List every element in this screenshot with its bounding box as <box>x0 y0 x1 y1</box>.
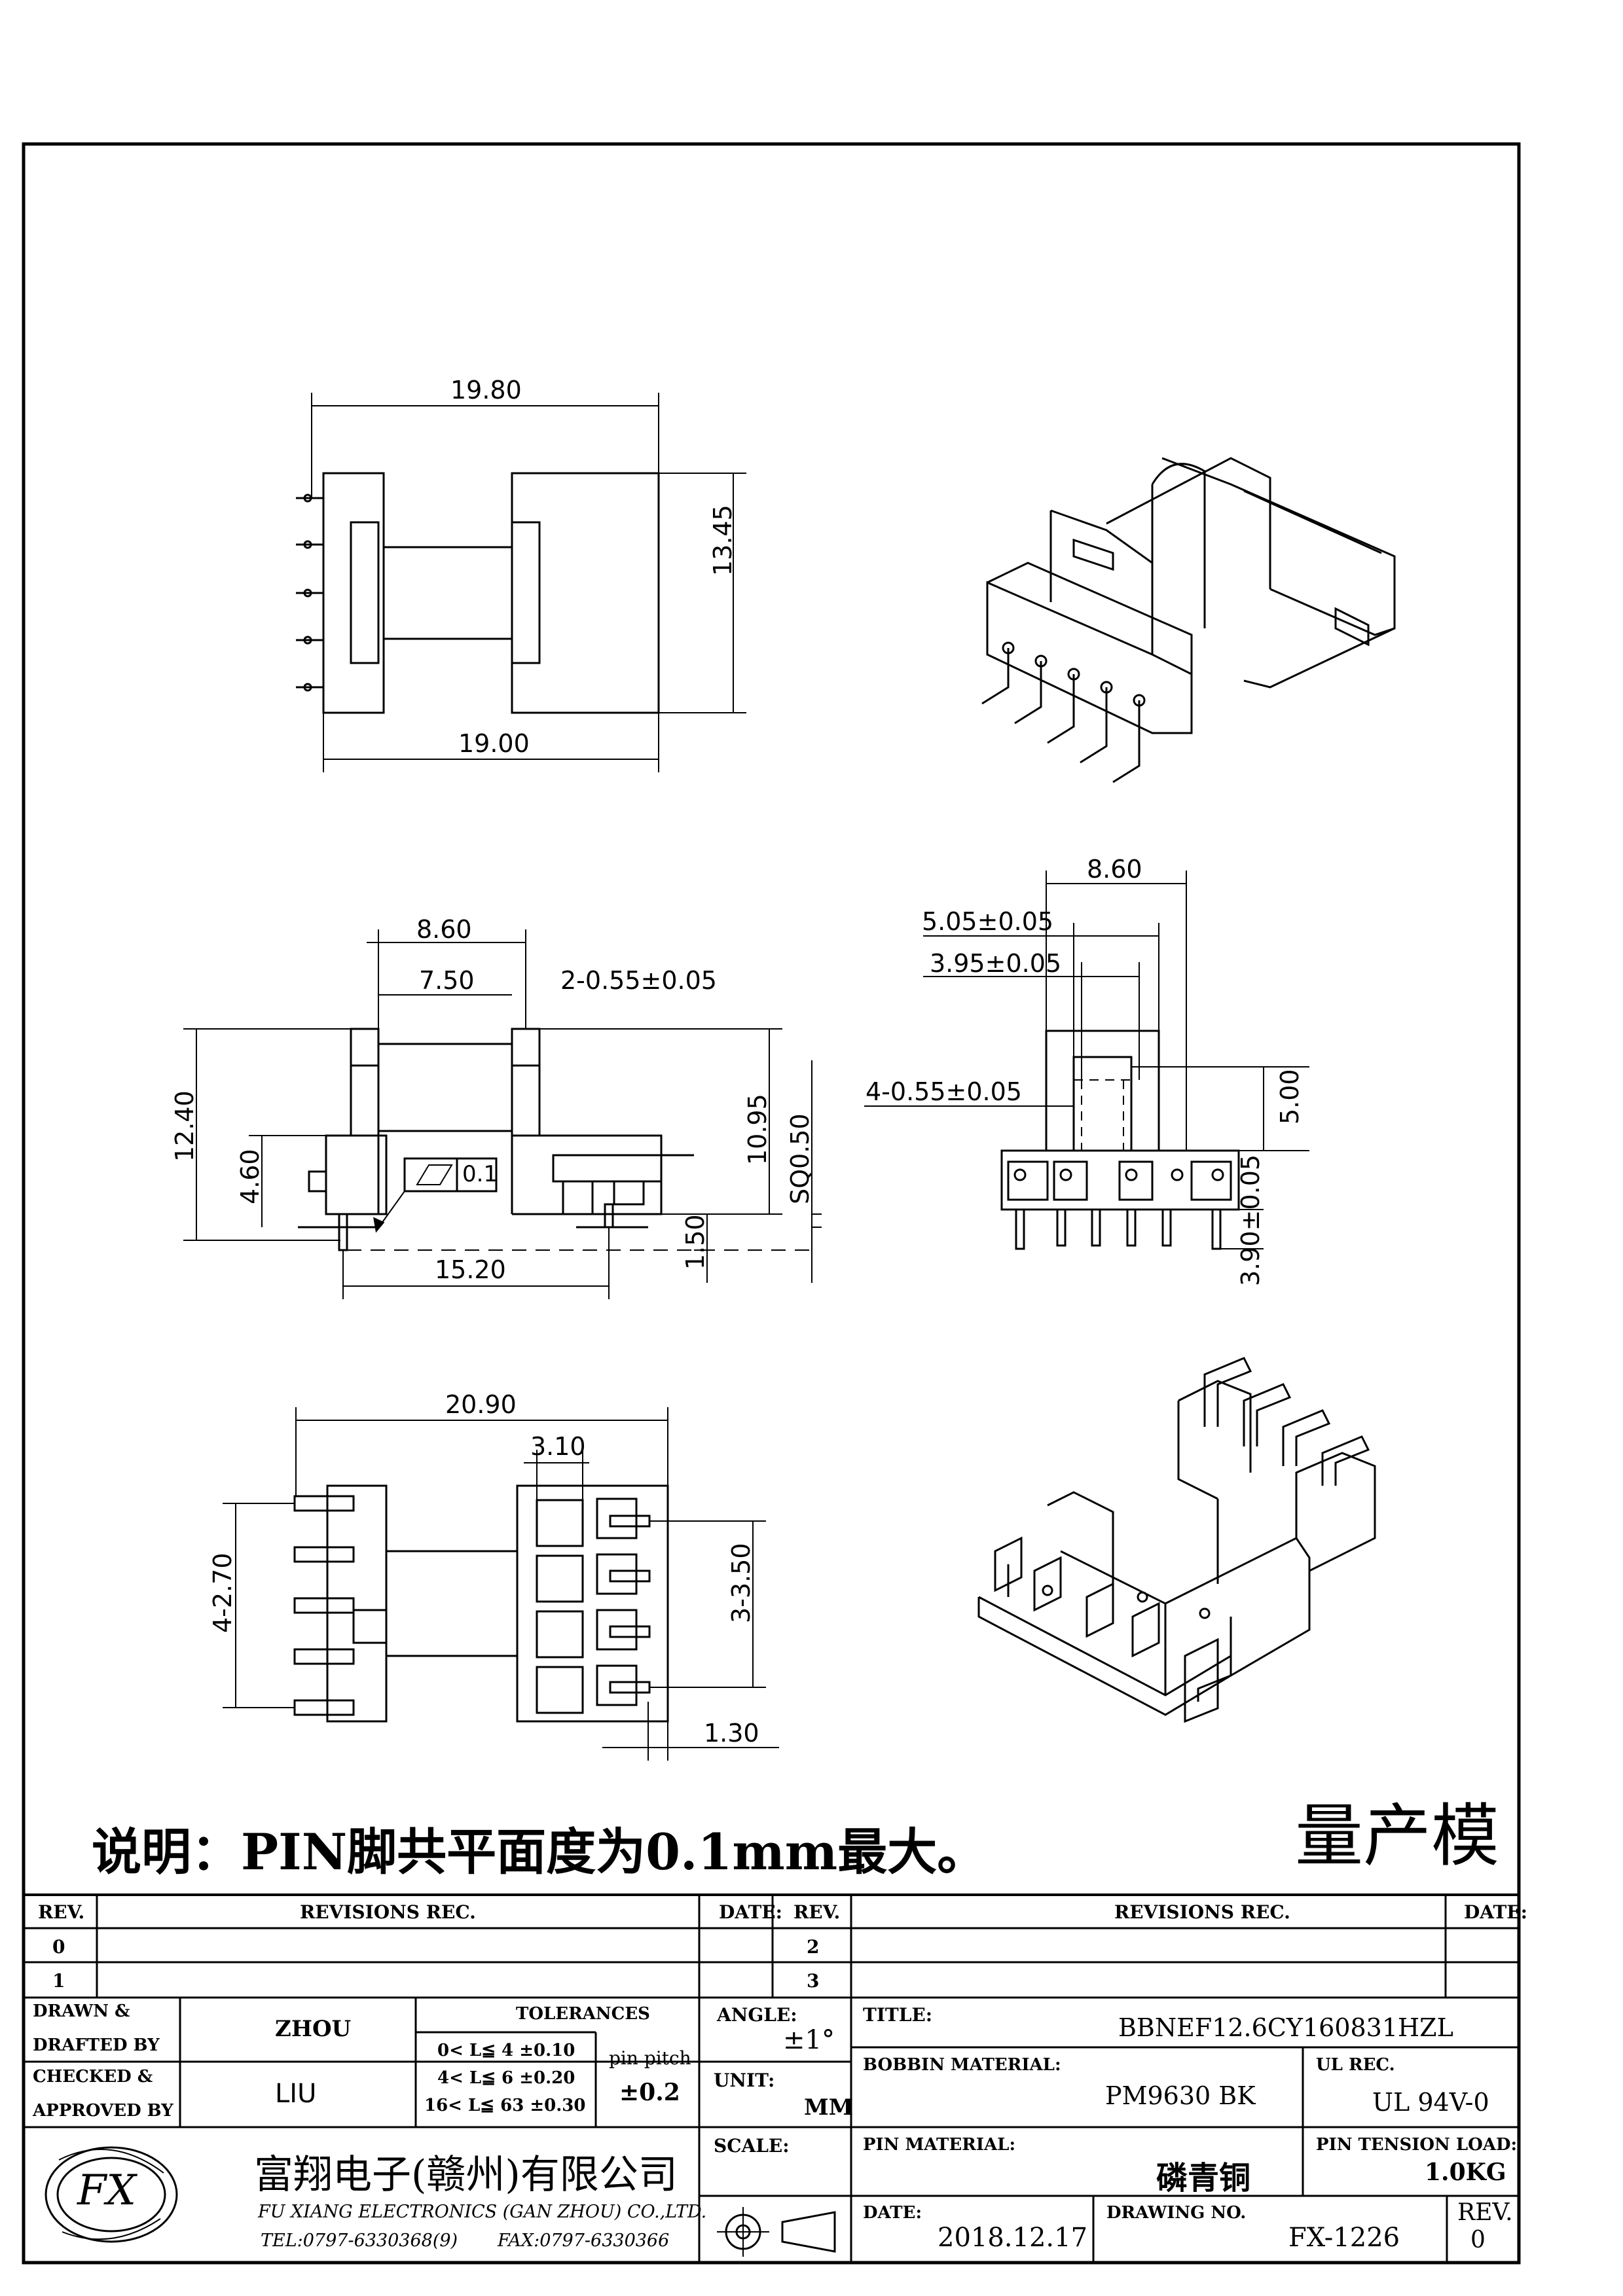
drawing-no-label: DRAWING NO. <box>1106 2203 1247 2223</box>
logo-text: FX <box>77 2166 136 2215</box>
dim-bottom-20-90: 20.90 <box>445 1390 517 1419</box>
dim-side-15-20: 15.20 <box>435 1255 506 1284</box>
flatness-frame <box>403 1157 498 1193</box>
dim-top-19-00: 19.00 <box>458 729 530 758</box>
dim-top-19-80: 19.80 <box>450 376 522 404</box>
ul-rec-value: UL 94V-0 <box>1372 2088 1489 2117</box>
iso-view-bottom <box>977 1357 1376 1723</box>
date-header-right: DATE: <box>1464 1901 1527 1923</box>
approved-by-value: LIU <box>275 2079 317 2109</box>
title-block-grid <box>24 1893 1519 2263</box>
rev-row-1: 1 <box>52 1970 65 1992</box>
pin-tension-value: 1.0KG <box>1425 2159 1506 2186</box>
unit-label: UNIT: <box>714 2070 775 2091</box>
dim-front-8-60: 8.60 <box>1087 855 1142 884</box>
tol-line-1: 0< L≦ 4 ±0.10 <box>437 2041 575 2060</box>
company-name-cn: 富翔电子(赣州)有限公司 <box>254 2152 678 2198</box>
top-pins <box>296 493 323 692</box>
tolerances-label: TOLERANCES <box>516 2004 650 2024</box>
drawing-no-value: FX-1226 <box>1288 2223 1400 2253</box>
top-view <box>296 393 746 772</box>
checked-label: CHECKED & <box>33 2067 153 2087</box>
bottom-view <box>223 1407 779 1761</box>
coplanarity-note: 说明：PIN脚共平面度为0.1mm最大。 <box>92 1823 987 1881</box>
dim-bottom-4-2-70: 4-2.70 <box>208 1552 237 1634</box>
dim-bottom-1-30: 1.30 <box>704 1719 759 1748</box>
iso-pins <box>981 641 1146 783</box>
scale-label: SCALE: <box>714 2135 790 2157</box>
bobbin-material-value: PM9630 BK <box>1105 2081 1256 2110</box>
pin-material-label: PIN MATERIAL: <box>863 2135 1016 2155</box>
angle-value: ±1° <box>783 2025 835 2055</box>
company-logo <box>45 2146 178 2243</box>
iso-view-top <box>981 457 1396 783</box>
approved-label: APPROVED BY <box>33 2101 173 2121</box>
tol-line-3: 16< L≦ 63 ±0.30 <box>424 2096 586 2115</box>
revisions-header-right: REVISIONS REC. <box>1114 1901 1290 1923</box>
dim-top-13-45: 13.45 <box>708 505 737 576</box>
dim-side-7-50: 7.50 <box>419 966 475 995</box>
bobbin-material-label: BOBBIN MATERIAL: <box>863 2055 1061 2075</box>
dim-side-pin: 2-0.55±0.05 <box>560 966 717 995</box>
date-value: 2018.12.17 <box>938 2223 1088 2253</box>
dim-side-10-95: 10.95 <box>743 1094 772 1165</box>
dim-side-sq: SQ0.50 <box>786 1113 814 1204</box>
flatness-value: 0.1 <box>462 1161 498 1187</box>
drafted-label: DRAFTED BY <box>33 2036 160 2055</box>
title-label: TITLE: <box>863 2004 933 2026</box>
rev-label: REV. <box>1457 2199 1513 2226</box>
dim-bottom-3-3-50: 3-3.50 <box>727 1543 756 1624</box>
unit-value: MM <box>804 2094 854 2121</box>
iso2-pins <box>994 1357 1370 1658</box>
dim-front-3-90: 3.90±0.05 <box>1236 1154 1265 1286</box>
front-view <box>864 870 1309 1250</box>
rev-row-2: 2 <box>807 1936 820 1958</box>
projection-symbol <box>717 2207 836 2257</box>
front-pins <box>1015 1208 1222 1250</box>
pin-pitch-value: ±0.2 <box>619 2079 680 2106</box>
ul-rec-label: UL REC. <box>1316 2055 1395 2075</box>
angle-label: ANGLE: <box>717 2004 797 2026</box>
dim-front-pin: 4-0.55±0.05 <box>866 1077 1022 1106</box>
pin-pitch-label: pin pitch <box>609 2047 691 2069</box>
rev-row-3: 3 <box>807 1970 820 1992</box>
revisions-header-left: REVISIONS REC. <box>300 1901 476 1923</box>
date-label: DATE: <box>863 2203 922 2223</box>
rev-header-right: REV. <box>793 1901 841 1923</box>
date-header-left: DATE: <box>719 1901 782 1923</box>
dim-side-12-40: 12.40 <box>170 1090 199 1162</box>
tol-line-2: 4< L≦ 6 ±0.20 <box>437 2068 575 2088</box>
dim-bottom-3-10: 3.10 <box>530 1432 586 1461</box>
dim-side-1-50: 1.50 <box>681 1214 710 1270</box>
dim-side-4-60: 4.60 <box>236 1149 264 1204</box>
company-fax: FAX:0797-6330366 <box>498 2231 670 2251</box>
sheet-border <box>22 142 1521 2265</box>
company-name-en: FU XIANG ELECTRONICS (GAN ZHOU) CO.,LTD. <box>258 2202 707 2222</box>
dim-front-5-00: 5.00 <box>1275 1069 1304 1124</box>
drawn-label: DRAWN & <box>33 2001 130 2021</box>
side-view <box>183 929 822 1299</box>
drawn-by-value: ZHOU <box>275 2016 352 2042</box>
rev-value: 0 <box>1470 2227 1486 2253</box>
rev-row-0: 0 <box>52 1936 65 1958</box>
dim-side-8-60: 8.60 <box>416 915 472 944</box>
pin-tension-label: PIN TENSION LOAD: <box>1316 2135 1518 2155</box>
title-value: BBNEF12.6CY160831HZL <box>1118 2013 1453 2042</box>
production-stage: 量产模 <box>1295 1796 1500 1876</box>
rev-header-left: REV. <box>38 1901 85 1923</box>
dim-front-3-95: 3.95±0.05 <box>930 949 1062 978</box>
pin-material-value: 磷青铜 <box>1156 2160 1251 2197</box>
company-tel: TEL:0797-6330368(9) <box>261 2231 458 2251</box>
dim-front-5-05: 5.05±0.05 <box>922 907 1054 936</box>
